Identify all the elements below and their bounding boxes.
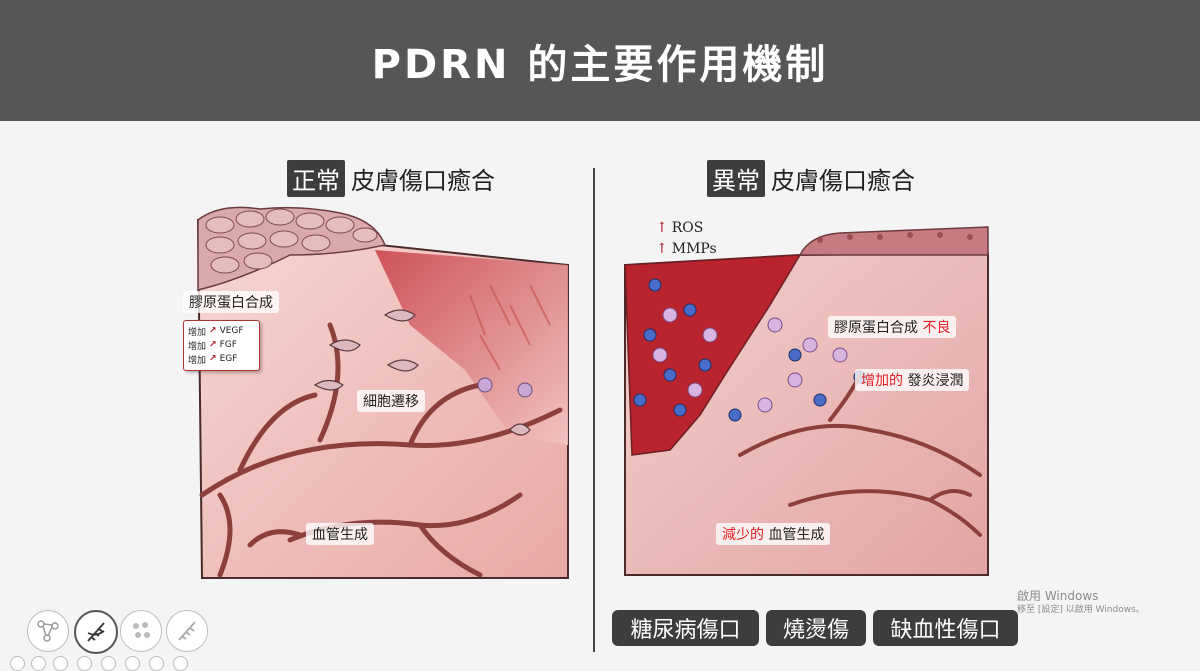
inflammation-label: 增加的 發炎浸潤 [855,369,970,391]
up-arrow-icon: ↗ [209,354,217,364]
panel-divider [593,168,595,652]
collagen-text: 膠原蛋白合成 [834,320,918,336]
up-arrow-icon: ↑ [656,241,668,257]
angiogenesis-label: 血管生成 [306,523,374,545]
wound-type-diabetic: 糖尿病傷口 [612,610,759,646]
reduced-angiogenesis-label: 減少的 血管生成 [716,523,831,545]
angiogenesis-text: 血管生成 [768,527,825,543]
up-arrow-icon: ↗ [209,340,217,350]
wound-type-burn: 燒燙傷 [766,610,866,646]
factor-prefix: 增加 [188,327,207,338]
reduced-flag: 減少的 [722,527,764,543]
growth-factor-box: 增加 ↗ VEGF 增加 ↗ FGF 增加 ↗ EGF [183,320,260,371]
wound-type-ischemic: 缺血性傷口 [873,610,1018,646]
ros-label: ROS [671,220,704,236]
factor-row-fgf: 增加 ↗ FGF [188,338,255,352]
windows-activation-hint: 移至 [設定] 以啟用 Windows。 [1017,605,1145,615]
mmps-label: MMPs [671,241,717,257]
normal-title-text: 皮膚傷口癒合 [351,167,495,195]
abnormal-title-text: 皮膚傷口癒合 [771,167,915,195]
dna-icon[interactable] [74,610,118,654]
mmps-indicator: ↑MMPs [656,241,717,257]
abnormal-tag: 異常 [707,160,765,197]
inflammation-text: 發炎浸潤 [907,373,964,389]
normal-healing-title: 正常 皮膚傷口癒合 [287,160,495,197]
increased-flag: 增加的 [861,373,903,389]
poor-flag: 不良 [922,320,951,336]
factor-row-vegf: 增加 ↗ VEGF [188,324,255,338]
factor-name: VEGF [219,326,244,336]
ros-indicator: ↑ROS [656,220,703,236]
cell-migration-label: 細胞遷移 [357,390,425,412]
windows-activation-title: 啟用 Windows [1017,589,1099,603]
collagen-synthesis-label: 膠原蛋白合成 [183,291,279,313]
abnormal-healing-title: 異常 皮膚傷口癒合 [707,160,915,197]
title-bar: PDRN 的主要作用機制 [0,0,1200,121]
factor-row-egf: 增加 ↗ EGF [188,352,255,366]
slide-title: PDRN 的主要作用機制 [371,42,829,88]
factor-prefix: 增加 [188,341,207,352]
normal-tag: 正常 [287,160,345,197]
factor-name: FGF [219,340,237,350]
cells-icon[interactable] [120,610,162,652]
poor-collagen-label: 膠原蛋白合成 不良 [828,316,957,338]
up-arrow-icon: ↗ [209,326,217,336]
dna-strand-icon[interactable] [166,610,208,652]
factor-name: EGF [219,354,238,364]
factor-prefix: 增加 [188,355,207,366]
molecule-icon[interactable] [27,610,69,652]
up-arrow-icon: ↑ [656,220,668,236]
